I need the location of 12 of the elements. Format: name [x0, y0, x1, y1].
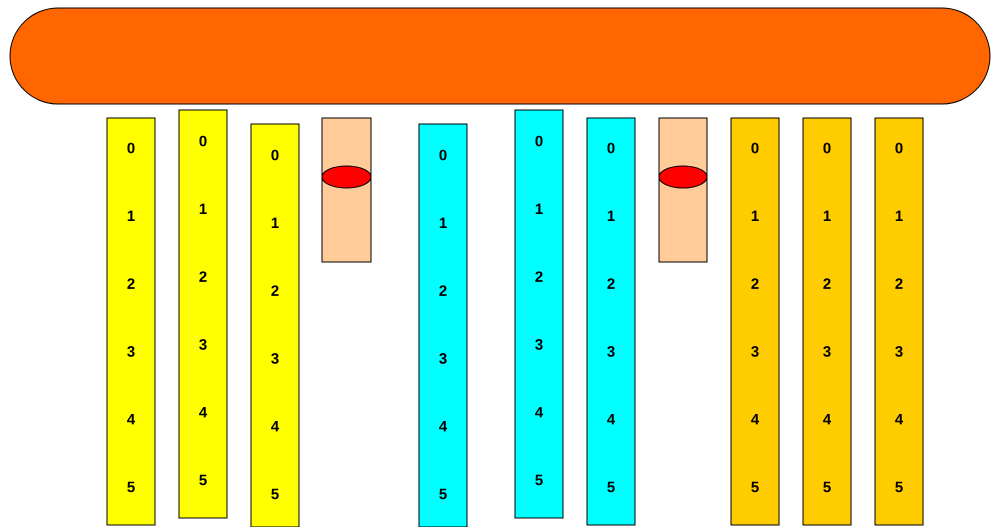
digit-strip: 0 1 2 3 4 5 — [586, 118, 636, 526]
digit-strip: 0 1 2 3 4 5 — [802, 118, 852, 526]
digit-strip: 0 1 2 3 4 5 — [514, 110, 564, 518]
band — [10, 8, 991, 104]
digit-strip: 0 1 2 3 4 5 — [106, 118, 156, 526]
digit-strip: 0 1 2 3 4 5 — [250, 124, 300, 527]
digit-strip: 0 1 2 3 4 5 — [874, 118, 924, 526]
digit-strip: 0 1 2 3 4 5 — [418, 124, 468, 527]
digit-strip: 0 1 2 3 4 5 — [730, 118, 780, 526]
oval-marker — [322, 166, 372, 188]
oval-marker — [658, 166, 708, 188]
digit-strip: 0 1 2 3 4 5 — [178, 110, 228, 518]
